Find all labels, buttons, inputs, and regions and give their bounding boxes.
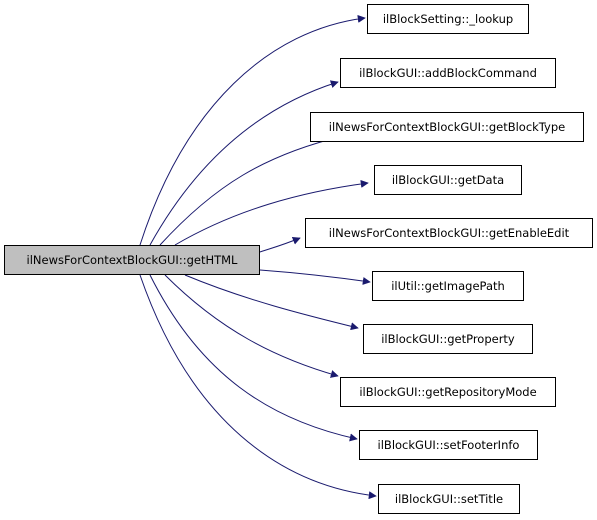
target-node-label: ilBlockGUI::setFooterInfo: [377, 438, 520, 452]
target-node-add-block-command[interactable]: ilBlockGUI::addBlockCommand: [340, 58, 556, 88]
target-node-label: ilBlockGUI::getRepositoryMode: [359, 385, 537, 399]
target-node-get-property[interactable]: ilBlockGUI::getProperty: [363, 324, 533, 354]
target-node-label: ilNewsForContextBlockGUI::getEnableEdit: [328, 226, 570, 240]
edge-to-target-0: [139, 14, 366, 246]
edge-to-target-5: [259, 269, 371, 285]
target-node-label: ilBlockGUI::getProperty: [381, 332, 515, 346]
edge-to-target-2: [159, 133, 344, 246]
target-node-label: ilBlockGUI::getData: [391, 173, 505, 187]
target-node-label: ilNewsForContextBlockGUI::getBlockType: [328, 120, 566, 134]
edge-to-target-6: [184, 274, 359, 331]
edge-to-target-4: [259, 237, 301, 253]
target-node-get-repository-mode[interactable]: ilBlockGUI::getRepositoryMode: [340, 377, 556, 407]
target-node-set-footer-info[interactable]: ilBlockGUI::setFooterInfo: [359, 430, 538, 460]
edge-to-target-9: [139, 274, 377, 500]
edge-to-target-8: [149, 274, 358, 442]
target-node-label: ilUtil::getImagePath: [391, 279, 505, 293]
source-node-label: ilNewsForContextBlockGUI::getHTML: [26, 253, 238, 267]
target-node-lookup[interactable]: ilBlockSetting::_lookup: [367, 4, 529, 34]
target-node-label: ilBlockSetting::_lookup: [382, 12, 514, 26]
target-node-get-block-type[interactable]: ilNewsForContextBlockGUI::getBlockType: [310, 112, 584, 142]
target-node-label: ilBlockGUI::addBlockCommand: [359, 66, 537, 80]
target-node-get-enable-edit[interactable]: ilNewsForContextBlockGUI::getEnableEdit: [305, 218, 593, 248]
target-node-label: ilBlockGUI::setTitle: [394, 492, 504, 506]
edge-to-target-7: [164, 274, 339, 378]
target-node-get-image-path[interactable]: ilUtil::getImagePath: [372, 271, 524, 301]
source-node[interactable]: ilNewsForContextBlockGUI::getHTML: [4, 245, 260, 275]
edge-to-target-1: [149, 80, 339, 246]
edge-to-target-3: [174, 179, 369, 246]
target-node-get-data[interactable]: ilBlockGUI::getData: [374, 165, 522, 195]
target-node-set-title[interactable]: ilBlockGUI::setTitle: [378, 484, 520, 514]
